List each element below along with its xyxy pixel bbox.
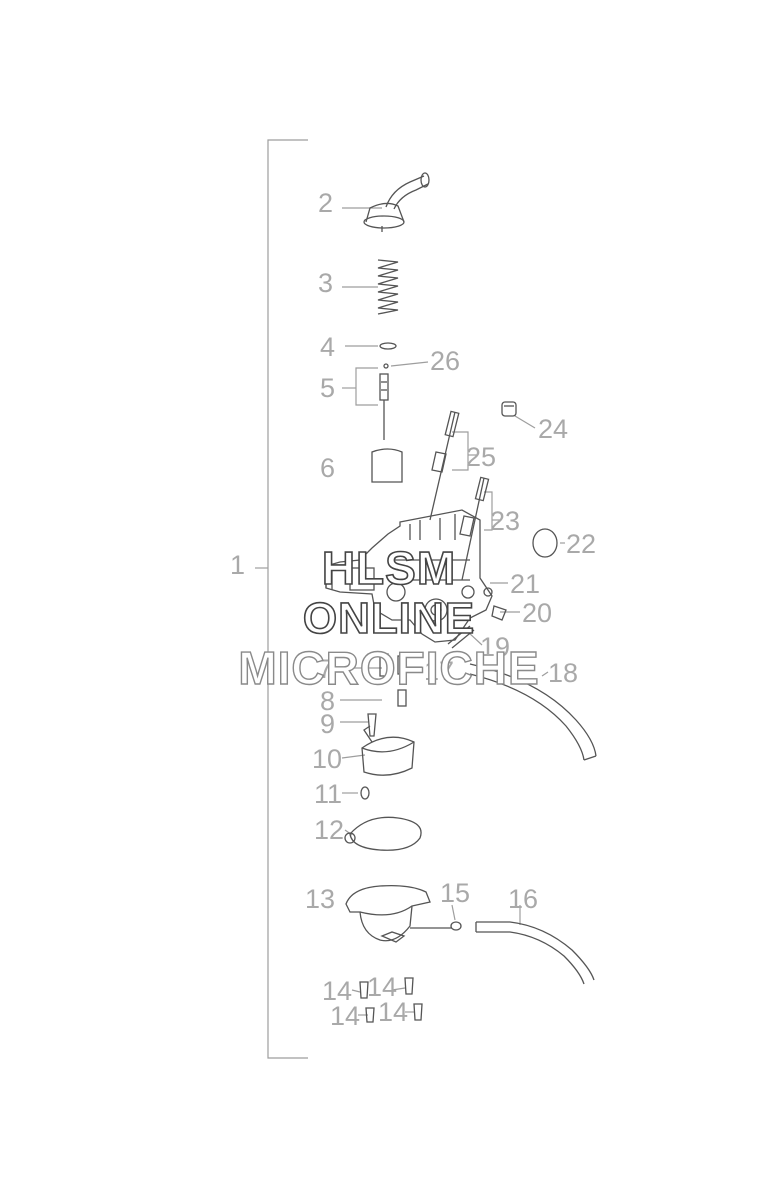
callout-15: 15 <box>440 878 471 908</box>
callout-14: 14 <box>367 972 398 1002</box>
small-o-ring <box>360 786 370 800</box>
float <box>361 725 415 776</box>
callout-26: 26 <box>430 346 461 376</box>
callout-7: 7 <box>318 654 334 684</box>
callout-12: 12 <box>314 815 345 845</box>
callout-20: 20 <box>522 598 553 628</box>
callout-25: 25 <box>466 442 497 472</box>
callout-11: 11 <box>314 779 343 809</box>
callout-24: 24 <box>538 414 569 444</box>
idle-screw <box>459 476 490 581</box>
float-bowl-gasket <box>344 816 422 851</box>
main-jet <box>379 653 389 677</box>
parts-drawing <box>325 172 597 1023</box>
cap <box>501 401 517 417</box>
callout-19: 19 <box>480 632 511 662</box>
throttle-slide <box>371 448 403 483</box>
adjust-screw <box>429 410 460 521</box>
float-needle <box>367 713 377 737</box>
callout-5: 5 <box>320 373 336 403</box>
callout-14: 14 <box>322 976 353 1006</box>
o-ring <box>532 528 558 558</box>
e-ring <box>383 363 389 369</box>
needle-clip <box>379 342 397 350</box>
vent-hose <box>469 663 597 761</box>
callout-23: 23 <box>490 506 521 536</box>
callout-9: 9 <box>320 709 336 739</box>
screws <box>359 977 423 1023</box>
elbow-fitting <box>363 172 430 232</box>
watermark-line-1: HLSM <box>321 542 457 594</box>
callout-6: 6 <box>320 453 336 483</box>
callout-18: 18 <box>548 658 579 688</box>
drain-hose <box>475 921 595 985</box>
drain-screw <box>447 625 475 649</box>
carburetor-body <box>325 509 493 643</box>
callout-10: 10 <box>312 744 343 774</box>
watermark-line-2: ONLINE <box>302 594 476 643</box>
float-bowl <box>345 884 452 943</box>
hose-clamp <box>450 921 462 931</box>
nipple <box>491 605 507 621</box>
callout-4: 4 <box>320 332 336 362</box>
callout-14: 14 <box>378 997 409 1027</box>
callout-13: 13 <box>305 884 336 914</box>
callout-21: 21 <box>510 569 541 599</box>
callout-2: 2 <box>318 188 334 218</box>
callout-3: 3 <box>318 268 334 298</box>
callout-1: 1 <box>230 550 246 580</box>
callout-16: 16 <box>508 884 539 914</box>
callout-8: 8 <box>320 686 336 716</box>
assembly-bracket <box>267 139 308 1059</box>
needle-jet <box>397 689 407 707</box>
callout-17: 17 <box>424 656 455 686</box>
watermark-line-3: MICROFICHE <box>238 642 540 694</box>
callout-22: 22 <box>566 529 597 559</box>
leader-lines <box>255 139 565 1059</box>
callout-14: 14 <box>330 1001 361 1031</box>
jet-needle <box>379 373 389 440</box>
pilot-jet <box>397 655 406 675</box>
spring <box>377 259 399 315</box>
spacer <box>483 587 493 597</box>
